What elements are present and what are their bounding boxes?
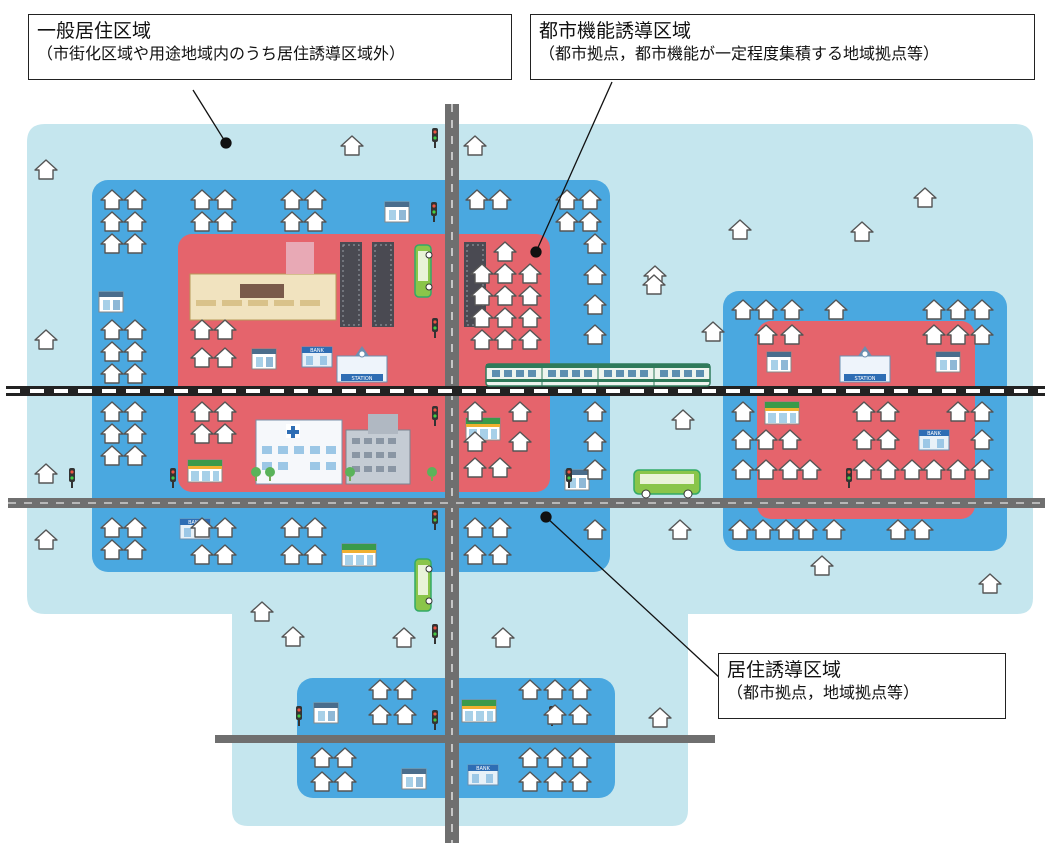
train	[485, 363, 711, 387]
office-building-icon	[345, 414, 411, 485]
svg-text:BANK: BANK	[310, 348, 325, 354]
bank-icon: BANK	[179, 518, 211, 540]
station-icon-main: STATION	[336, 345, 388, 383]
road-horizontal-south	[215, 735, 715, 743]
urban-area-subtitle: （都市拠点，都市機能が一定程度集積する地域拠点等）	[539, 44, 940, 63]
shop-icon	[384, 201, 410, 223]
general-area-subtitle: （市街化区域や用途地域内のうち居住誘導区域外）	[37, 44, 406, 63]
convenience-store-icon	[764, 401, 800, 425]
station-icon-east: STATION	[839, 345, 891, 383]
general-area-title: 一般居住区域	[37, 20, 152, 42]
residence-area-title: 居住誘導区域	[727, 659, 842, 681]
label-residential-inducement-area: 居住誘導区域 （都市拠点，地域拠点等）	[718, 653, 1006, 719]
label-urban-function-area: 都市機能誘導区域 （都市拠点，都市機能が一定程度集積する地域拠点等）	[530, 14, 1035, 80]
leader-dot-general	[220, 137, 232, 149]
label-general-residential-area: 一般居住区域 （市街化区域や用途地域内のうち居住誘導区域外）	[28, 14, 512, 80]
leader-lines	[192, 81, 721, 679]
bank-icon: BANK	[467, 764, 499, 786]
svg-text:STATION: STATION	[351, 376, 372, 382]
svg-text:BANK: BANK	[927, 431, 942, 437]
bank-icon: BANK	[301, 346, 333, 368]
bus-icon	[633, 469, 701, 499]
railway	[6, 386, 1045, 396]
residence-area-subtitle: （都市拠点，地域拠点等）	[727, 683, 920, 702]
bank-icon: BANK	[918, 429, 950, 451]
bus-icon	[414, 558, 433, 612]
shop-icon	[766, 351, 792, 373]
svg-text:BANK: BANK	[188, 520, 203, 526]
apartment-icon	[371, 241, 395, 328]
shop-icon	[935, 351, 961, 373]
svg-text:STATION: STATION	[854, 376, 875, 382]
apartment-icon	[339, 241, 363, 328]
leader-dot-urban	[530, 246, 542, 258]
leader-dot-residence	[540, 511, 552, 523]
shop-icon	[98, 291, 124, 313]
roads	[8, 104, 1045, 843]
bus-icon	[414, 244, 433, 298]
urban-area-title: 都市機能誘導区域	[539, 20, 692, 42]
convenience-store-icon	[341, 543, 377, 567]
svg-text:BANK: BANK	[476, 766, 491, 772]
shop-icon	[251, 348, 277, 370]
convenience-store-icon	[461, 699, 497, 723]
shop-icon	[313, 702, 339, 724]
shopping-mall-icon	[189, 242, 337, 321]
convenience-store-icon	[187, 459, 223, 483]
shop-icon	[401, 768, 427, 790]
